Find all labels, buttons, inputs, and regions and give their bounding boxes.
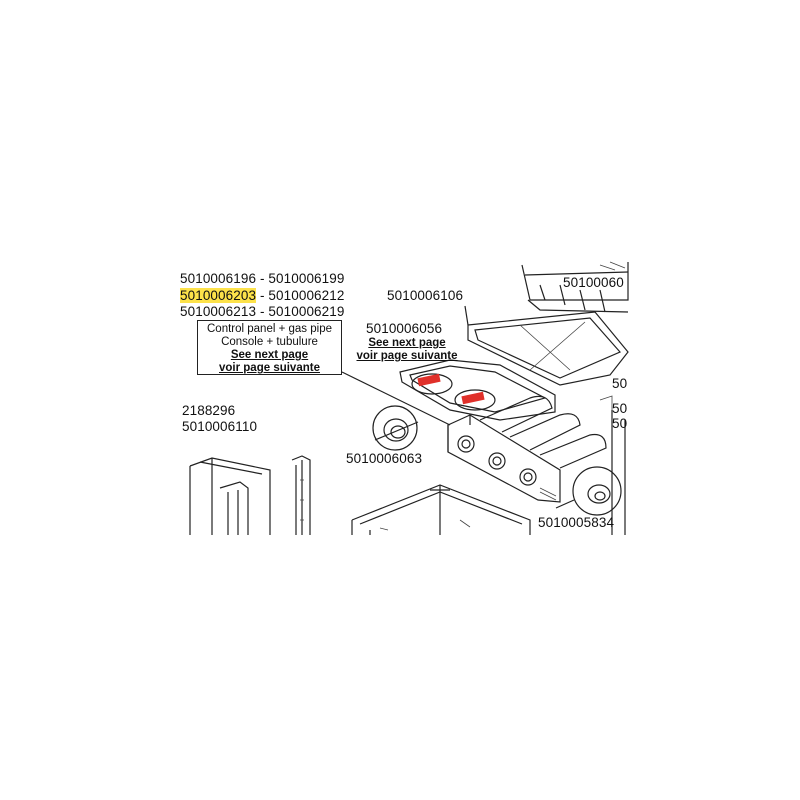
code-separator: - (256, 304, 269, 319)
code-end: 5010006212 (268, 288, 345, 303)
highlighted-code: 5010006203 (180, 288, 257, 303)
part-label-cut-2: 50 (612, 401, 628, 416)
igniter-drawing (555, 466, 622, 516)
part-label-igniter: 5010005834 (538, 515, 615, 530)
bottom-tray-drawing (351, 484, 531, 535)
code-range-3: 5010006213 - 5010006219 (180, 304, 345, 320)
code-end: 5010006219 (268, 304, 345, 319)
part-label-cut-3: 50 (612, 416, 628, 431)
cooking-grate-drawing (521, 261, 629, 313)
see-next-page-link[interactable]: See next page (368, 337, 446, 349)
side-panel-drawing (189, 455, 311, 535)
voir-page-suivante-link[interactable]: voir page suivante (356, 350, 458, 362)
code-start: 5010006213 (180, 304, 257, 319)
code-separator: - (256, 288, 269, 303)
code-start: 5010006196 (180, 271, 257, 286)
code-separator: - (256, 271, 269, 286)
burner-tray-note: See next page voir page suivante (355, 337, 459, 363)
note-line-en: Control panel + gas pipe (207, 323, 332, 335)
control-panel-drawing (447, 395, 613, 503)
part-label-side-frame: 5010006110 (182, 419, 258, 434)
see-next-page-link[interactable]: See next page (230, 349, 309, 361)
part-label-grease-tray: 5010006106 (387, 288, 464, 303)
voir-page-suivante-link[interactable]: voir page suivante (219, 362, 320, 374)
note-line-fr: Console + tubulure (221, 336, 318, 348)
code-end: 5010006199 (268, 271, 345, 286)
part-label-burner-tray: 5010006056 (366, 321, 443, 336)
part-label-cut-1: 50 (612, 376, 628, 391)
part-label-side-panel: 2188296 (182, 403, 236, 418)
control-knob-drawing (372, 405, 419, 451)
grease-tray-drawing (464, 305, 629, 386)
control-panel-note-box: Control panel + gas pipe Console + tubul… (197, 320, 342, 375)
code-range-2: 5010006203 - 5010006212 (180, 288, 345, 304)
part-label-knob: 5010006063 (346, 451, 423, 466)
part-label-grate-cut: 50100060 (563, 275, 624, 290)
burner-tray-drawing (399, 359, 556, 421)
code-range-1: 5010006196 - 5010006199 (180, 271, 345, 287)
